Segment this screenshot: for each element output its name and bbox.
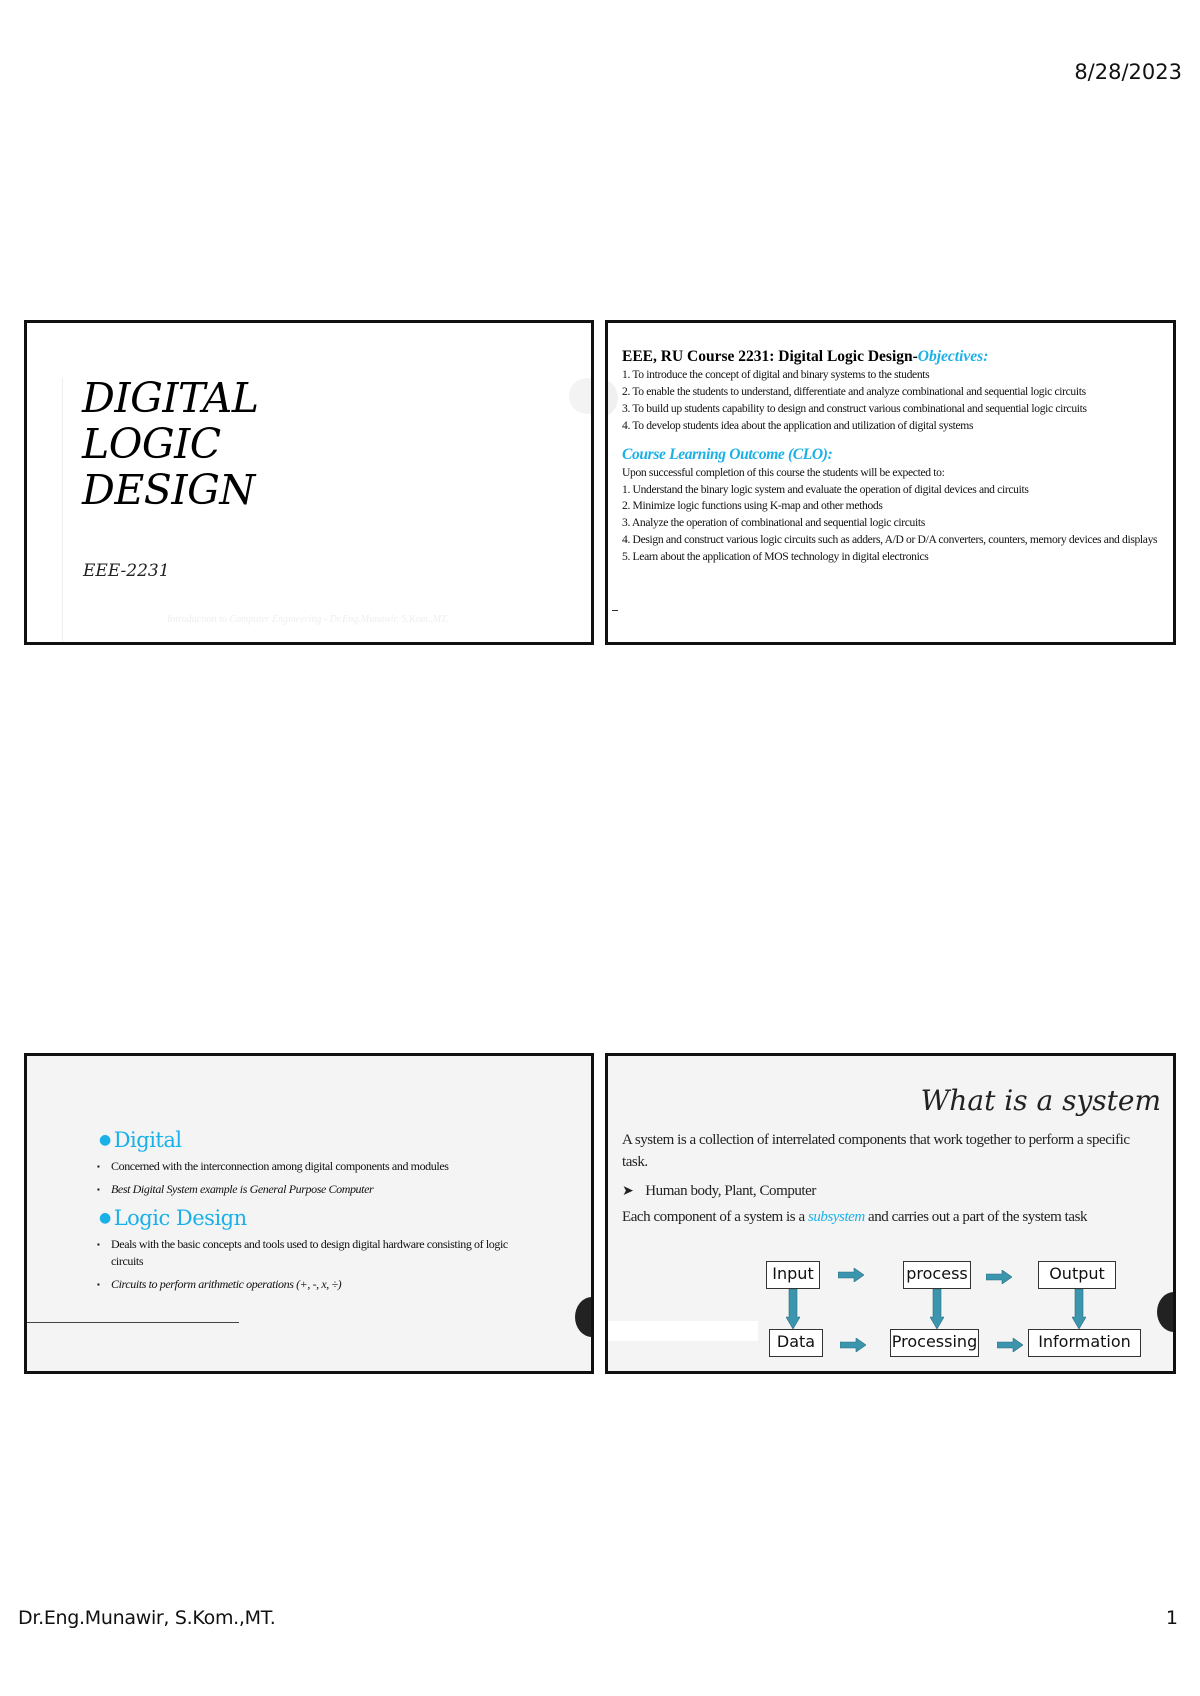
system-definition: A system is a collection of interrelated… [622,1132,1130,1170]
section-heading-digital: ●Digital [99,1126,539,1154]
right-arrow-icon [997,1338,1023,1352]
heading-text: Logic Design [113,1206,247,1230]
page-number: 1 [1165,1607,1178,1629]
clo-item: 5. Learn about the application of MOS te… [622,550,929,564]
bullet-icon: ● [99,1132,111,1148]
title-line: LOGIC [82,420,221,468]
slide-3-digital-logic: ●Digital Concerned with the interconnect… [24,1053,594,1374]
slide-2-objectives: EEE, RU Course 2231: Digital Logic Desig… [605,320,1176,645]
white-strip [608,1321,758,1341]
subsystem-text: Each component of a system is a subsyste… [622,1206,1157,1228]
bullet-item: Deals with the basic concepts and tools … [97,1236,539,1270]
objective-item: 3. To build up students capability to de… [622,401,1087,415]
slide-title: DIGITAL LOGIC DESIGN [82,374,259,514]
slide-footer-text: Introduction to Computer Engineering - D… [167,614,449,625]
tick-mark [612,610,618,611]
bullet-item: Concerned with the interconnection among… [97,1158,539,1175]
diagram-box-processing: Processing [890,1329,979,1357]
header-text: EEE, RU Course 2231: Digital Logic Desig… [622,348,918,365]
decorative-circle [1157,1292,1173,1332]
clo-item: 4. Design and construct various logic ci… [622,533,1158,547]
down-arrow-icon [786,1289,800,1329]
diagram-box-input: Input [766,1261,820,1289]
diagram-box-process: process [903,1261,971,1289]
clo-item: 2. Minimize logic functions using K-map … [622,499,883,513]
title-line: DESIGN [82,466,255,514]
page-date: 8/28/2023 [1074,60,1182,84]
text: Each component of a system is a [622,1209,808,1225]
bullet-content: ●Digital Concerned with the interconnect… [97,1126,539,1299]
clo-intro: Upon successful completion of this cours… [622,465,945,479]
slide-4-what-is-system: What is a system A system is a collectio… [605,1053,1176,1374]
text: and carries out a part of the system tas… [864,1209,1088,1225]
arrow-bullet-icon: ➤ [622,1184,634,1199]
objectives-box [618,331,1173,642]
clo-item: 1. Understand the binary logic system an… [622,482,1029,496]
footer-author: Dr.Eng.Munawir, S.Kom.,MT. [18,1607,276,1629]
objectives-header: EEE, RU Course 2231: Digital Logic Desig… [622,348,988,366]
course-code: EEE-2231 [83,561,170,581]
clo-item: 3. Analyze the operation of combinationa… [622,516,925,530]
section-heading-logic-design: ●Logic Design [99,1204,539,1232]
objectives-list: 1. To introduce the concept of digital a… [622,367,1165,566]
title-line: DIGITAL [82,374,259,422]
examples-line: ➤ Human body, Plant, Computer [622,1180,1157,1203]
objective-item: 2. To enable the students to understand,… [622,384,1086,398]
decorative-circle [575,1297,591,1337]
header-accent: Objectives: [917,348,989,365]
bullet-item: Circuits to perform arithmetic operation… [97,1276,539,1293]
right-arrow-icon [840,1338,866,1352]
objective-item: 4. To develop students idea about the ap… [622,418,974,432]
heading-text: Digital [113,1128,182,1152]
objective-item: 1. To introduce the concept of digital a… [622,368,930,381]
clo-heading: Course Learning Outcome (CLO): [622,445,833,463]
divider [27,1322,239,1323]
decorative-circle [608,378,618,418]
subsystem-term: subsystem [807,1209,865,1225]
down-arrow-icon [1072,1289,1086,1329]
right-arrow-icon [986,1270,1012,1284]
down-arrow-icon [930,1289,944,1329]
decorative-circle [569,378,591,414]
divider [62,378,63,642]
diagram-box-information: Information [1028,1329,1141,1357]
diagram-box-output: Output [1038,1261,1116,1289]
slide-title: What is a system [920,1084,1161,1117]
diagram-box-data: Data [769,1329,823,1357]
slide-1-title: DIGITAL LOGIC DESIGN EEE-2231 Introducti… [24,320,594,645]
bullet-icon: ● [99,1210,111,1226]
examples-text: Human body, Plant, Computer [645,1183,816,1199]
right-arrow-icon [838,1268,864,1282]
bullet-item: Best Digital System example is General P… [97,1181,539,1198]
